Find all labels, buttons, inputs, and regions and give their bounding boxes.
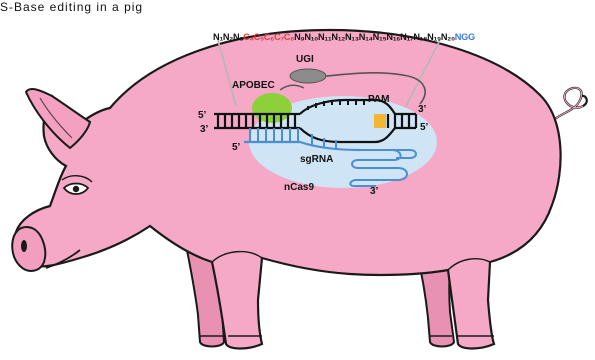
five-prime-right-label: 5’ [420,122,429,133]
pam-site [374,114,386,128]
three-prime-top-label: 3’ [200,124,209,135]
five-prime-sgrna-label: 5’ [232,142,241,153]
pig-nostril [21,240,27,252]
sgrna-label: sgRNA [300,154,333,165]
ugi-label: UGI [296,54,314,65]
ugi-protein [290,69,326,83]
five-prime-top-label: 5’ [198,110,207,121]
apobec-protein [252,93,292,123]
three-prime-sgrna-label: 3’ [370,186,379,197]
ncas9-label: nCas9 [284,182,314,193]
three-prime-right-label: 3’ [418,104,427,115]
target-sequence: N₁N₂N₃C₄C₅C₆C₇C₈N₉N₁₀N₁₁N₁₂N₁₃N₁₄N₁₅N₁₆N… [213,32,475,42]
apobec-label: APOBEC [232,80,275,91]
